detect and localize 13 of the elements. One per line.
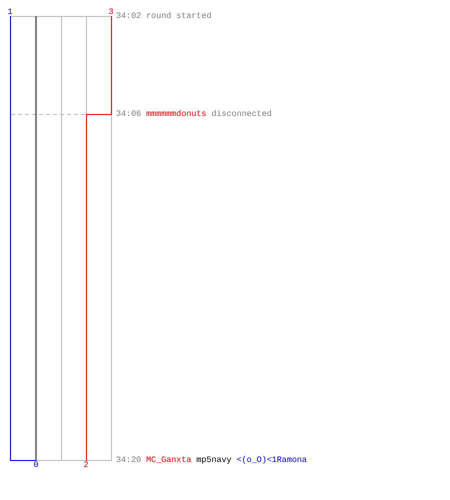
player-name: MC_Ganxta xyxy=(146,455,192,465)
weapon-name: mp5navy xyxy=(196,455,232,465)
count-label: 1 xyxy=(7,6,13,16)
player-name: mmmmmmdonuts xyxy=(146,109,206,119)
event-text: disconnected xyxy=(211,109,272,119)
count-label: 0 xyxy=(33,460,39,470)
timestamp: 34:02 xyxy=(116,11,142,21)
count-label: 2 xyxy=(83,460,89,470)
timestamp: 34:20 xyxy=(116,455,142,465)
timestamp: 34:06 xyxy=(116,109,142,119)
player-name: <(o_O)<1Ramona xyxy=(236,455,307,465)
count-label: 3 xyxy=(108,6,114,16)
event-text: round started xyxy=(146,11,212,21)
